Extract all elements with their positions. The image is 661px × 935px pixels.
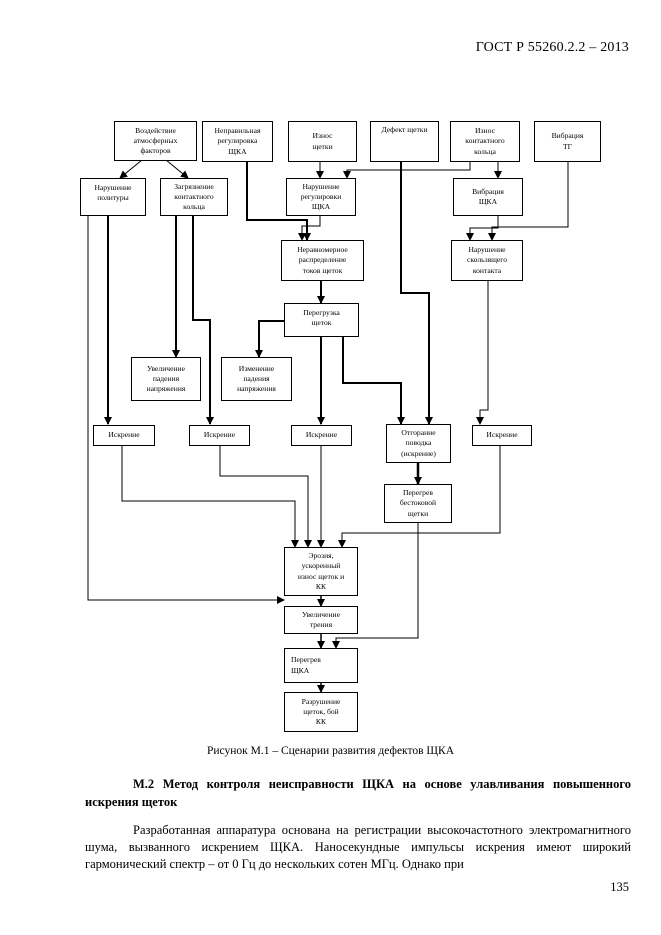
node-voltage-drop-change: Изменение падения напряжения: [221, 357, 292, 401]
node-voltage-drop-increase: Увеличение падения напряжения: [131, 357, 201, 401]
edge-n6-n12: [488, 162, 569, 241]
edge-n21-n24: [332, 523, 419, 649]
edge-n13-n15: [255, 320, 284, 358]
node-shka-vibration: Вибрация ЩКА: [453, 178, 523, 216]
section-heading: М.2 Метод контроля неисправности ЩКА на …: [85, 777, 631, 809]
node-idle-brush-overheat: Перегрев бестоковой щетки: [384, 484, 452, 523]
edge-n16-n22: [121, 446, 299, 548]
node-ring-wear: Износ контактного кольца: [450, 121, 520, 162]
edge-n2-n11: [246, 162, 311, 241]
node-destruction: Разрушение щеток, бой КК: [284, 692, 358, 732]
node-incorrect-adjustment: Неправильная регулировка ЩКА: [202, 121, 273, 162]
node-sliding-contact-violation: Нарушение скользящего контакта: [451, 240, 523, 281]
edge-n20-n22: [338, 446, 501, 548]
node-atmospheric-factors: Воздействие атмосферных факторов: [114, 121, 197, 161]
node-sparking-4: Искрение: [472, 425, 532, 446]
edge-n8-n17: [192, 216, 214, 425]
node-uneven-current: Неравномерное распределение токов щеток: [281, 240, 364, 281]
node-brush-wear: Износ щетки: [288, 121, 357, 162]
edge-n12-n20: [476, 281, 489, 425]
node-tg-vibration: Вибрация ТГ: [534, 121, 601, 162]
document-header: ГОСТ Р 55260.2.2 – 2013: [475, 40, 629, 55]
node-brush-defect: Дефект щетки: [370, 121, 439, 162]
edge-n9-n11: [298, 216, 321, 241]
node-sparking-1: Искрение: [93, 425, 155, 446]
node-sparking-2: Искрение: [189, 425, 250, 446]
edge-n1-n8: [165, 159, 189, 179]
node-friction-increase: Увеличение трения: [284, 606, 358, 634]
node-ring-contamination: Загрязнение контактного кольца: [160, 178, 228, 216]
node-shka-overheat: Перегрев ЩКА: [284, 648, 358, 683]
edge-n4-n19: [400, 162, 433, 425]
page-number: 135: [610, 880, 629, 894]
node-sparking-3: Искрение: [291, 425, 352, 446]
edge-n5-n9: [343, 162, 471, 179]
node-lead-burnout: Отгорание поводка (искрение): [386, 424, 451, 463]
edge-n17-n22: [219, 446, 312, 548]
edge-n10-n12: [466, 216, 499, 241]
edge-n1-n7: [119, 159, 143, 179]
figure-caption: Рисунок М.1 – Сценарии развития дефектов…: [206, 745, 454, 757]
body-paragraph: Разработанная аппаратура основана на рег…: [85, 823, 631, 871]
edge-n13-n19: [342, 337, 405, 425]
node-polish-damage: Нарушение политуры: [80, 178, 146, 216]
edge-n7-n23: [87, 216, 285, 604]
node-erosion-wear: Эрозия, ускоренный износ щеток и КК: [284, 547, 358, 596]
node-brush-overload: Перегрузка щеток: [284, 303, 359, 337]
node-adjustment-violation: Нарушение регулировки ЩКА: [286, 178, 356, 216]
